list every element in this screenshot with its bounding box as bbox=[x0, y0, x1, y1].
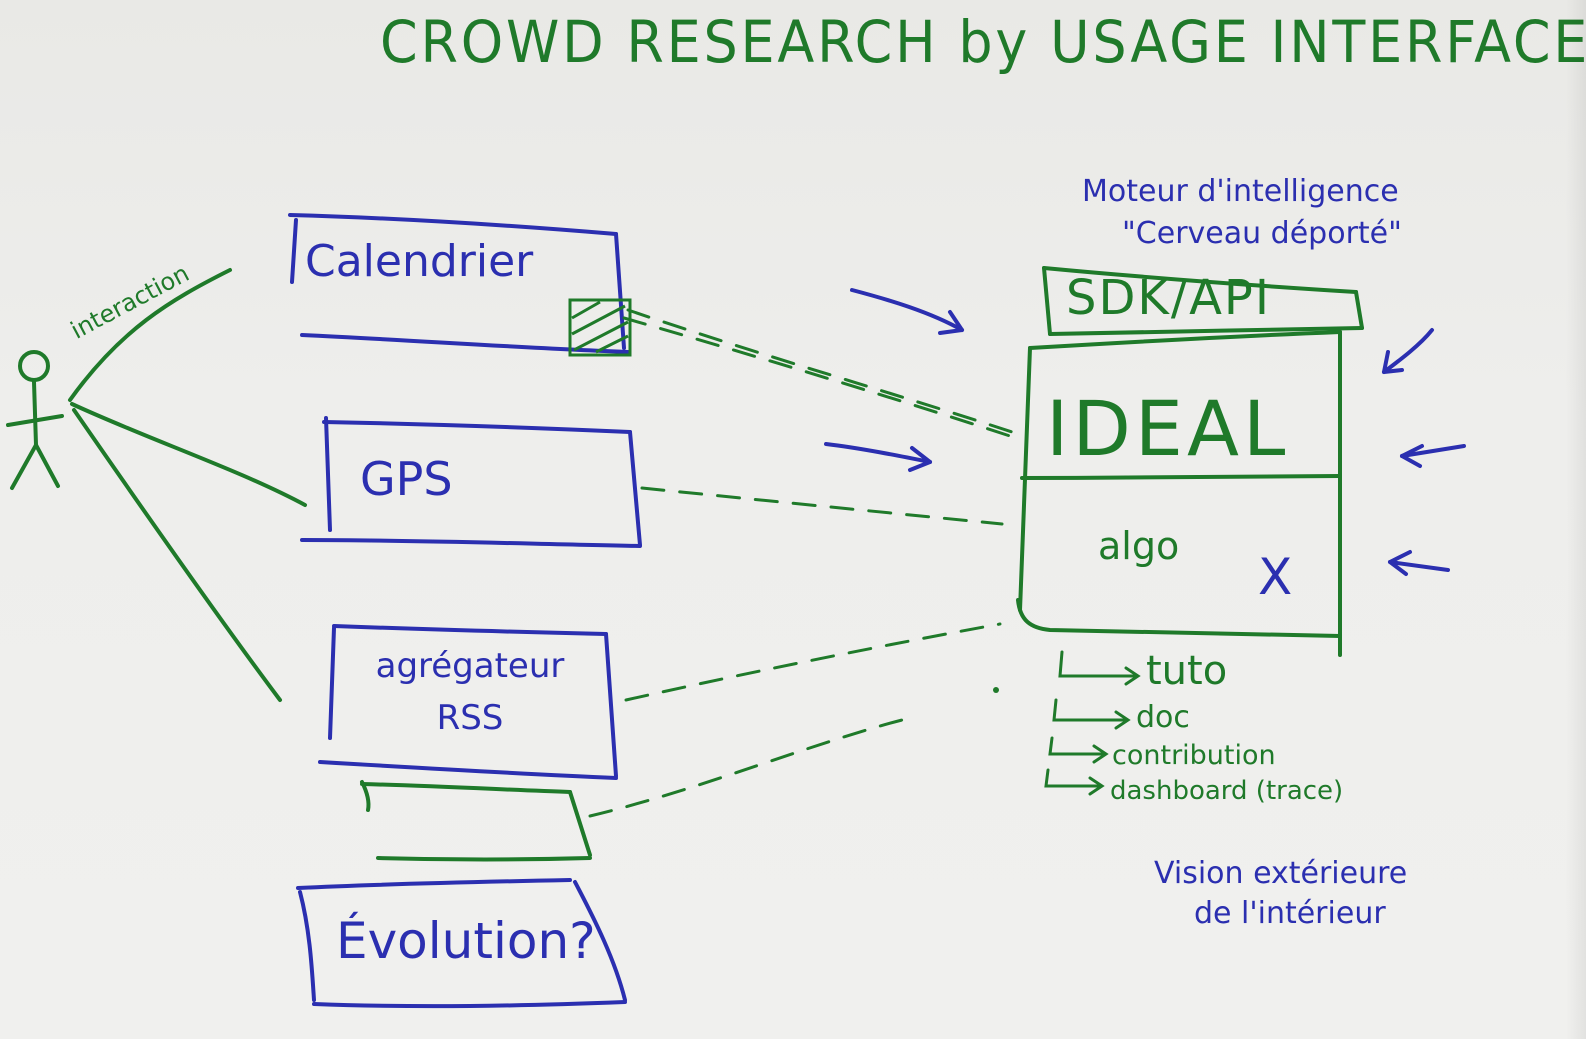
output-doc: doc bbox=[1136, 700, 1190, 735]
actor-association-lines bbox=[68, 268, 307, 702]
ideal-label: IDEAL bbox=[1046, 384, 1290, 473]
engine-subheading: "Cerveau déporté" bbox=[1122, 216, 1402, 251]
actor-stick-figure bbox=[6, 350, 64, 490]
output-dashboard: dashboard (trace) bbox=[1110, 776, 1344, 806]
algo-mark: X bbox=[1258, 548, 1293, 606]
blue-arrows bbox=[824, 288, 1466, 576]
module-label-calendrier: Calendrier bbox=[305, 236, 534, 287]
output-tuto: tuto bbox=[1146, 648, 1228, 694]
title: CROWD RESEARCH by USAGE INTERFACE bbox=[380, 8, 1586, 76]
engine-box bbox=[1016, 330, 1342, 657]
empty-module-box bbox=[360, 780, 592, 862]
footnote-line1: Vision extérieure bbox=[1154, 856, 1408, 891]
dashed-connectors bbox=[588, 308, 1014, 818]
gps-box bbox=[300, 416, 642, 548]
evolution-box bbox=[296, 878, 627, 1009]
rss-box bbox=[318, 624, 618, 780]
sdk-api-box bbox=[1042, 266, 1364, 336]
output-hooks bbox=[1044, 650, 1141, 796]
module-label-rss: agrégateur RSS bbox=[375, 646, 565, 738]
dot-marks bbox=[993, 687, 999, 693]
engine-heading: Moteur d'intelligence bbox=[1082, 174, 1399, 209]
calendrier-box bbox=[288, 213, 630, 354]
module-label-evolution: Évolution? bbox=[336, 912, 596, 970]
calendrier-hatch bbox=[568, 298, 632, 357]
footnote-line2: de l'intérieur bbox=[1194, 896, 1386, 931]
algo-label: algo bbox=[1098, 524, 1180, 568]
output-contribution: contribution bbox=[1112, 740, 1276, 771]
sdk-api-label: SDK/API bbox=[1066, 270, 1272, 326]
module-label-gps: GPS bbox=[360, 452, 453, 506]
